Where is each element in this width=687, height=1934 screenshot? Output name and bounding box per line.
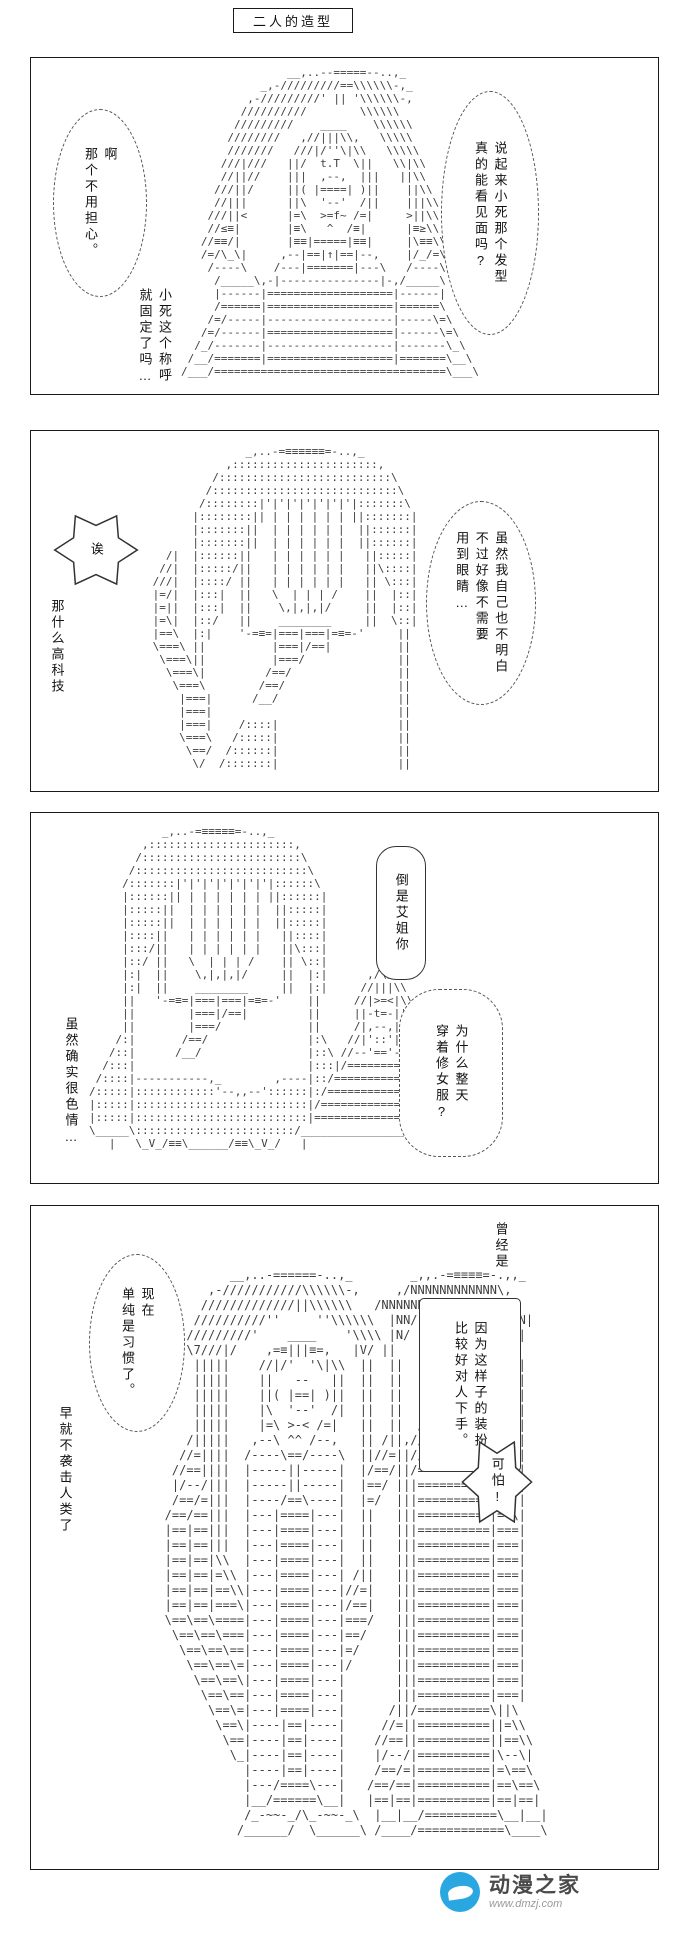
speech-bubble-can-you-see: 说起来小死那个发型 真的能看见面吗?	[441, 91, 539, 335]
caption-high-tech: 那什么高科技	[47, 599, 67, 700]
burst-shape-icon	[53, 509, 139, 591]
speech-bubble-just-habit: 现在 单纯是习惯了。	[89, 1254, 185, 1432]
watermark-site-url: www.dmzj.com	[489, 1897, 563, 1910]
panel-3: _,..-=≡≡≡≡≡=-..,_ ,:::::::::::::::::::::…	[30, 812, 659, 1184]
caption-no-longer-attack: 早就不袭击人类了	[55, 1406, 75, 1539]
speech-text-why-nun-outfit: 为什么整天 穿着修女服?	[434, 1024, 469, 1122]
speech-text-can-you-see: 说起来小死那个发型 真的能看见面吗?	[473, 141, 508, 285]
speech-bubble-easier-to-attack: 因为这样子的装扮 比较好对人下手。	[419, 1298, 521, 1472]
ascii-art-panel-3: _,..-=≡≡≡≡≡=-..,_ ,:::::::::::::::::::::…	[89, 825, 434, 1150]
ascii-art-panel-1: __,..--=====--..,_ _,-/////////==\\\\\\-…	[181, 66, 480, 378]
watermark-text: 动漫之家 www.dmzj.com	[489, 1874, 581, 1909]
caption-text-no-longer-attack: 早就不袭击人类了	[57, 1406, 73, 1534]
caption-text-used-to-be: 曾经是	[493, 1222, 509, 1270]
comic-title-box: 二人的造型	[233, 8, 353, 33]
panel-2: _,..-=≡≡≡≡≡≡=-..,_ ,::::::::::::::::::::…	[30, 430, 659, 792]
burst-bubble-scary: 可怕!	[461, 1434, 533, 1530]
speech-text-easier-to-attack: 因为这样子的装扮 比较好对人下手。	[453, 1321, 488, 1449]
speech-bubble-ah-dont-worry: 啊 那个不用担心。	[53, 109, 147, 297]
panel-1: __,..--=====--..,_ _,-/////////==\\\\\\-…	[30, 57, 659, 395]
comic-title: 二人的造型	[252, 14, 333, 29]
watermark: 动漫之家 www.dmzj.com	[440, 1872, 581, 1912]
caption-erotic: 虽然确实很色情…	[61, 1017, 81, 1152]
caption-text-erotic: 虽然确实很色情…	[63, 1017, 79, 1147]
caption-nickname-fixed: 小死这个称呼 就固定了吗…	[135, 288, 174, 391]
caption-text-high-tech: 那什么高科技	[49, 599, 65, 695]
speech-bubble-ai-nee: 倒是艾姐你	[376, 846, 426, 980]
speech-text-ah-dont-worry: 啊 那个不用担心。	[83, 147, 118, 259]
burst-bubble-eh: 诶	[53, 509, 139, 591]
speech-text-ai-nee: 倒是艾姐你	[393, 873, 409, 953]
speech-bubble-why-nun-outfit: 为什么整天 穿着修女服?	[399, 989, 503, 1157]
caption-used-to-be: 曾经是	[491, 1222, 511, 1275]
watermark-site-name: 动漫之家	[489, 1874, 581, 1898]
panel-4: __,..-======-..,_ _,,.-=≡≡≡≡=-.,,_ ,-///…	[30, 1205, 659, 1870]
speech-bubble-dont-need-eyes: 虽然我自己也不明白 不过好像不需要 用到眼睛…	[426, 501, 536, 705]
speech-text-just-habit: 现在 单纯是习惯了。	[120, 1287, 155, 1399]
burst-shape-icon	[461, 1434, 533, 1530]
caption-text-nickname-fixed: 小死这个称呼 就固定了吗…	[137, 288, 173, 386]
dmzj-logo	[440, 1872, 480, 1912]
speech-text-dont-need-eyes: 虽然我自己也不明白 不过好像不需要 用到眼睛…	[454, 531, 509, 675]
ascii-art-panel-2: _,..-=≡≡≡≡≡≡=-..,_ ,::::::::::::::::::::…	[152, 445, 418, 770]
speech-text-eh: 诶	[88, 542, 104, 558]
speech-text-scary: 可怕!	[489, 1457, 505, 1507]
